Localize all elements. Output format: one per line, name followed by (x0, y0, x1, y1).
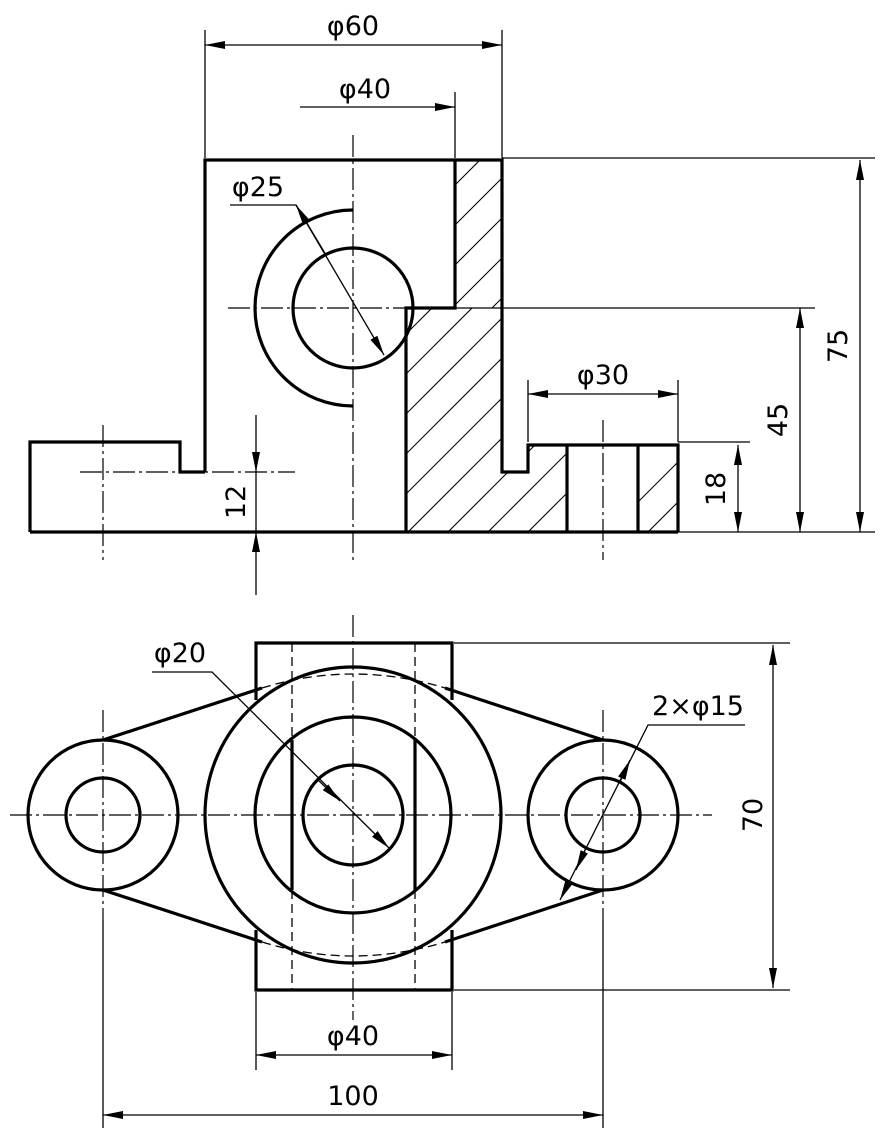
dim-70: 70 (738, 798, 769, 832)
dim-75: 75 (823, 329, 854, 363)
dim-phi25: φ25 (232, 172, 284, 203)
leader-2phi15 (559, 724, 745, 901)
front-extension-lines (204, 30, 875, 533)
front-view: φ60 φ40 φ25 φ30 12 18 45 75 (28, 11, 875, 595)
front-dimensions: φ60 φ40 φ25 φ30 12 18 45 75 (205, 11, 864, 595)
dim-12: 12 (221, 485, 252, 519)
dim-2phi15: 2×φ15 (652, 691, 744, 722)
dim-phi40-top: φ40 (327, 1021, 379, 1052)
section-hatching (406, 160, 678, 532)
top-centerlines (10, 615, 712, 1020)
dim-45: 45 (763, 403, 794, 437)
top-view: φ20 2×φ15 70 φ40 100 (10, 615, 790, 1128)
front-outline (28, 158, 680, 534)
dim-phi40-front: φ40 (339, 74, 391, 105)
dim-18: 18 (701, 472, 732, 506)
dim-phi60: φ60 (327, 11, 379, 42)
front-centerlines (80, 135, 604, 560)
dim-100: 100 (327, 1081, 379, 1112)
leader-phi25 (230, 204, 385, 356)
dim-phi20: φ20 (154, 638, 206, 669)
dim-phi30: φ30 (577, 360, 629, 391)
top-dimensions: φ20 2×φ15 70 φ40 100 (103, 638, 777, 1119)
top-extension-lines (102, 642, 790, 1128)
